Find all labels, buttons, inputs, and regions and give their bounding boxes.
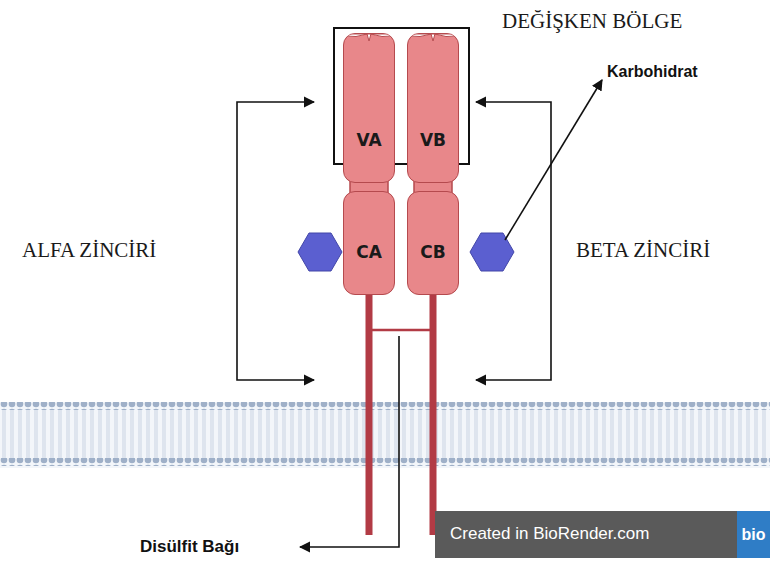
alpha-variable-domain: VA bbox=[343, 33, 395, 183]
wavy-top bbox=[408, 34, 458, 46]
beta-variable-domain: VB bbox=[407, 33, 459, 183]
wavy-top bbox=[344, 34, 394, 46]
variable-region-frame: DEĞİŞKEN BÖLGEVAVB bbox=[333, 27, 470, 165]
domain-label: CA bbox=[356, 242, 382, 262]
watermark-logo: bio bbox=[737, 511, 770, 558]
callout-label: Disülfit Bağı bbox=[140, 537, 239, 557]
beta-stem bbox=[430, 292, 437, 535]
domain-label: VA bbox=[356, 130, 381, 150]
chain-bracket bbox=[476, 102, 551, 380]
chain-label: ALFA ZİNCİRİ bbox=[22, 238, 156, 263]
alpha-stem bbox=[366, 292, 373, 535]
chain-bracket bbox=[237, 102, 314, 380]
leader-line bbox=[300, 336, 399, 547]
carbohydrate-hexagon bbox=[298, 233, 342, 271]
beta-constant-domain: CB bbox=[407, 191, 459, 295]
callout-label: Karbohidrat bbox=[607, 63, 698, 81]
leader-line bbox=[505, 80, 602, 240]
watermark-badge bbox=[435, 511, 770, 558]
region-heading: DEĞİŞKEN BÖLGE bbox=[502, 9, 682, 34]
carbohydrate-hexagon bbox=[470, 233, 514, 271]
domain-label: CB bbox=[420, 242, 445, 262]
disulfide-bond bbox=[372, 329, 430, 332]
cell-membrane bbox=[0, 402, 770, 468]
alpha-constant-domain: CA bbox=[343, 191, 395, 295]
watermark-text: Created in BioRender.com bbox=[450, 524, 649, 544]
chain-label: BETA ZİNCİRİ bbox=[576, 238, 710, 263]
domain-label: VB bbox=[420, 130, 446, 150]
